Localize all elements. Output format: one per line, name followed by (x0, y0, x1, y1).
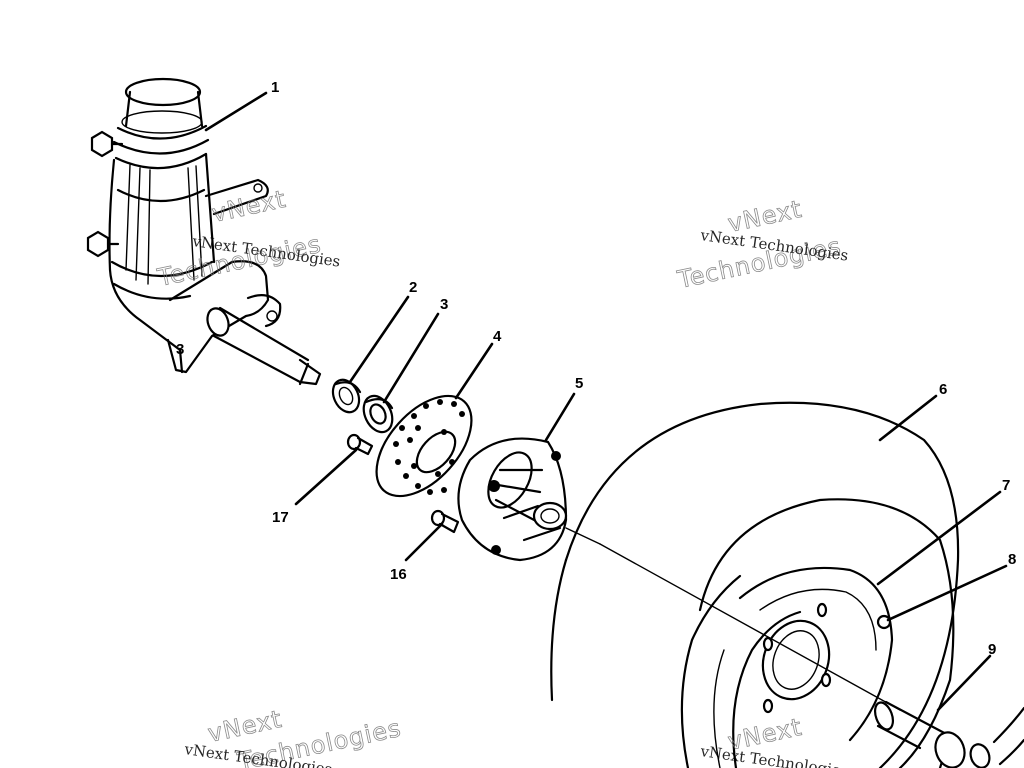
svg-text:3: 3 (176, 341, 184, 358)
callout-4: 4 (493, 328, 502, 345)
wheel-stud (346, 433, 374, 456)
callout-2: 2 (409, 279, 417, 296)
watermark-lower-left: vNext Technologies vNext Technologies (182, 704, 404, 768)
callout-16: 16 (390, 566, 407, 583)
callout-17: 17 (272, 509, 289, 526)
callout-1: 1 (271, 79, 279, 96)
callout-5: 5 (575, 375, 583, 392)
axle-spacer (873, 700, 1024, 768)
hub-bolt (430, 509, 460, 534)
spindle-housing: 3 (86, 77, 322, 386)
wheel-hub (457, 437, 601, 562)
watermark-upper-right: vNext Technologies vNext Technologies (674, 194, 849, 294)
callout-9: 9 (988, 641, 996, 658)
valve-stem (876, 614, 892, 630)
callout-7: 7 (1002, 477, 1010, 494)
brake-disc (375, 394, 473, 498)
watermark-lower-right: vNext vNext Technologies (698, 712, 849, 768)
callout-leaders (204, 91, 1008, 712)
watermark-upper-left: vNext Technologies vNext Technologies (154, 184, 341, 292)
callout-3: 3 (440, 296, 448, 313)
bearing (362, 394, 394, 434)
callout-6: 6 (939, 381, 947, 398)
callout-8: 8 (1008, 551, 1016, 568)
tire (550, 401, 960, 768)
seal (331, 378, 362, 414)
